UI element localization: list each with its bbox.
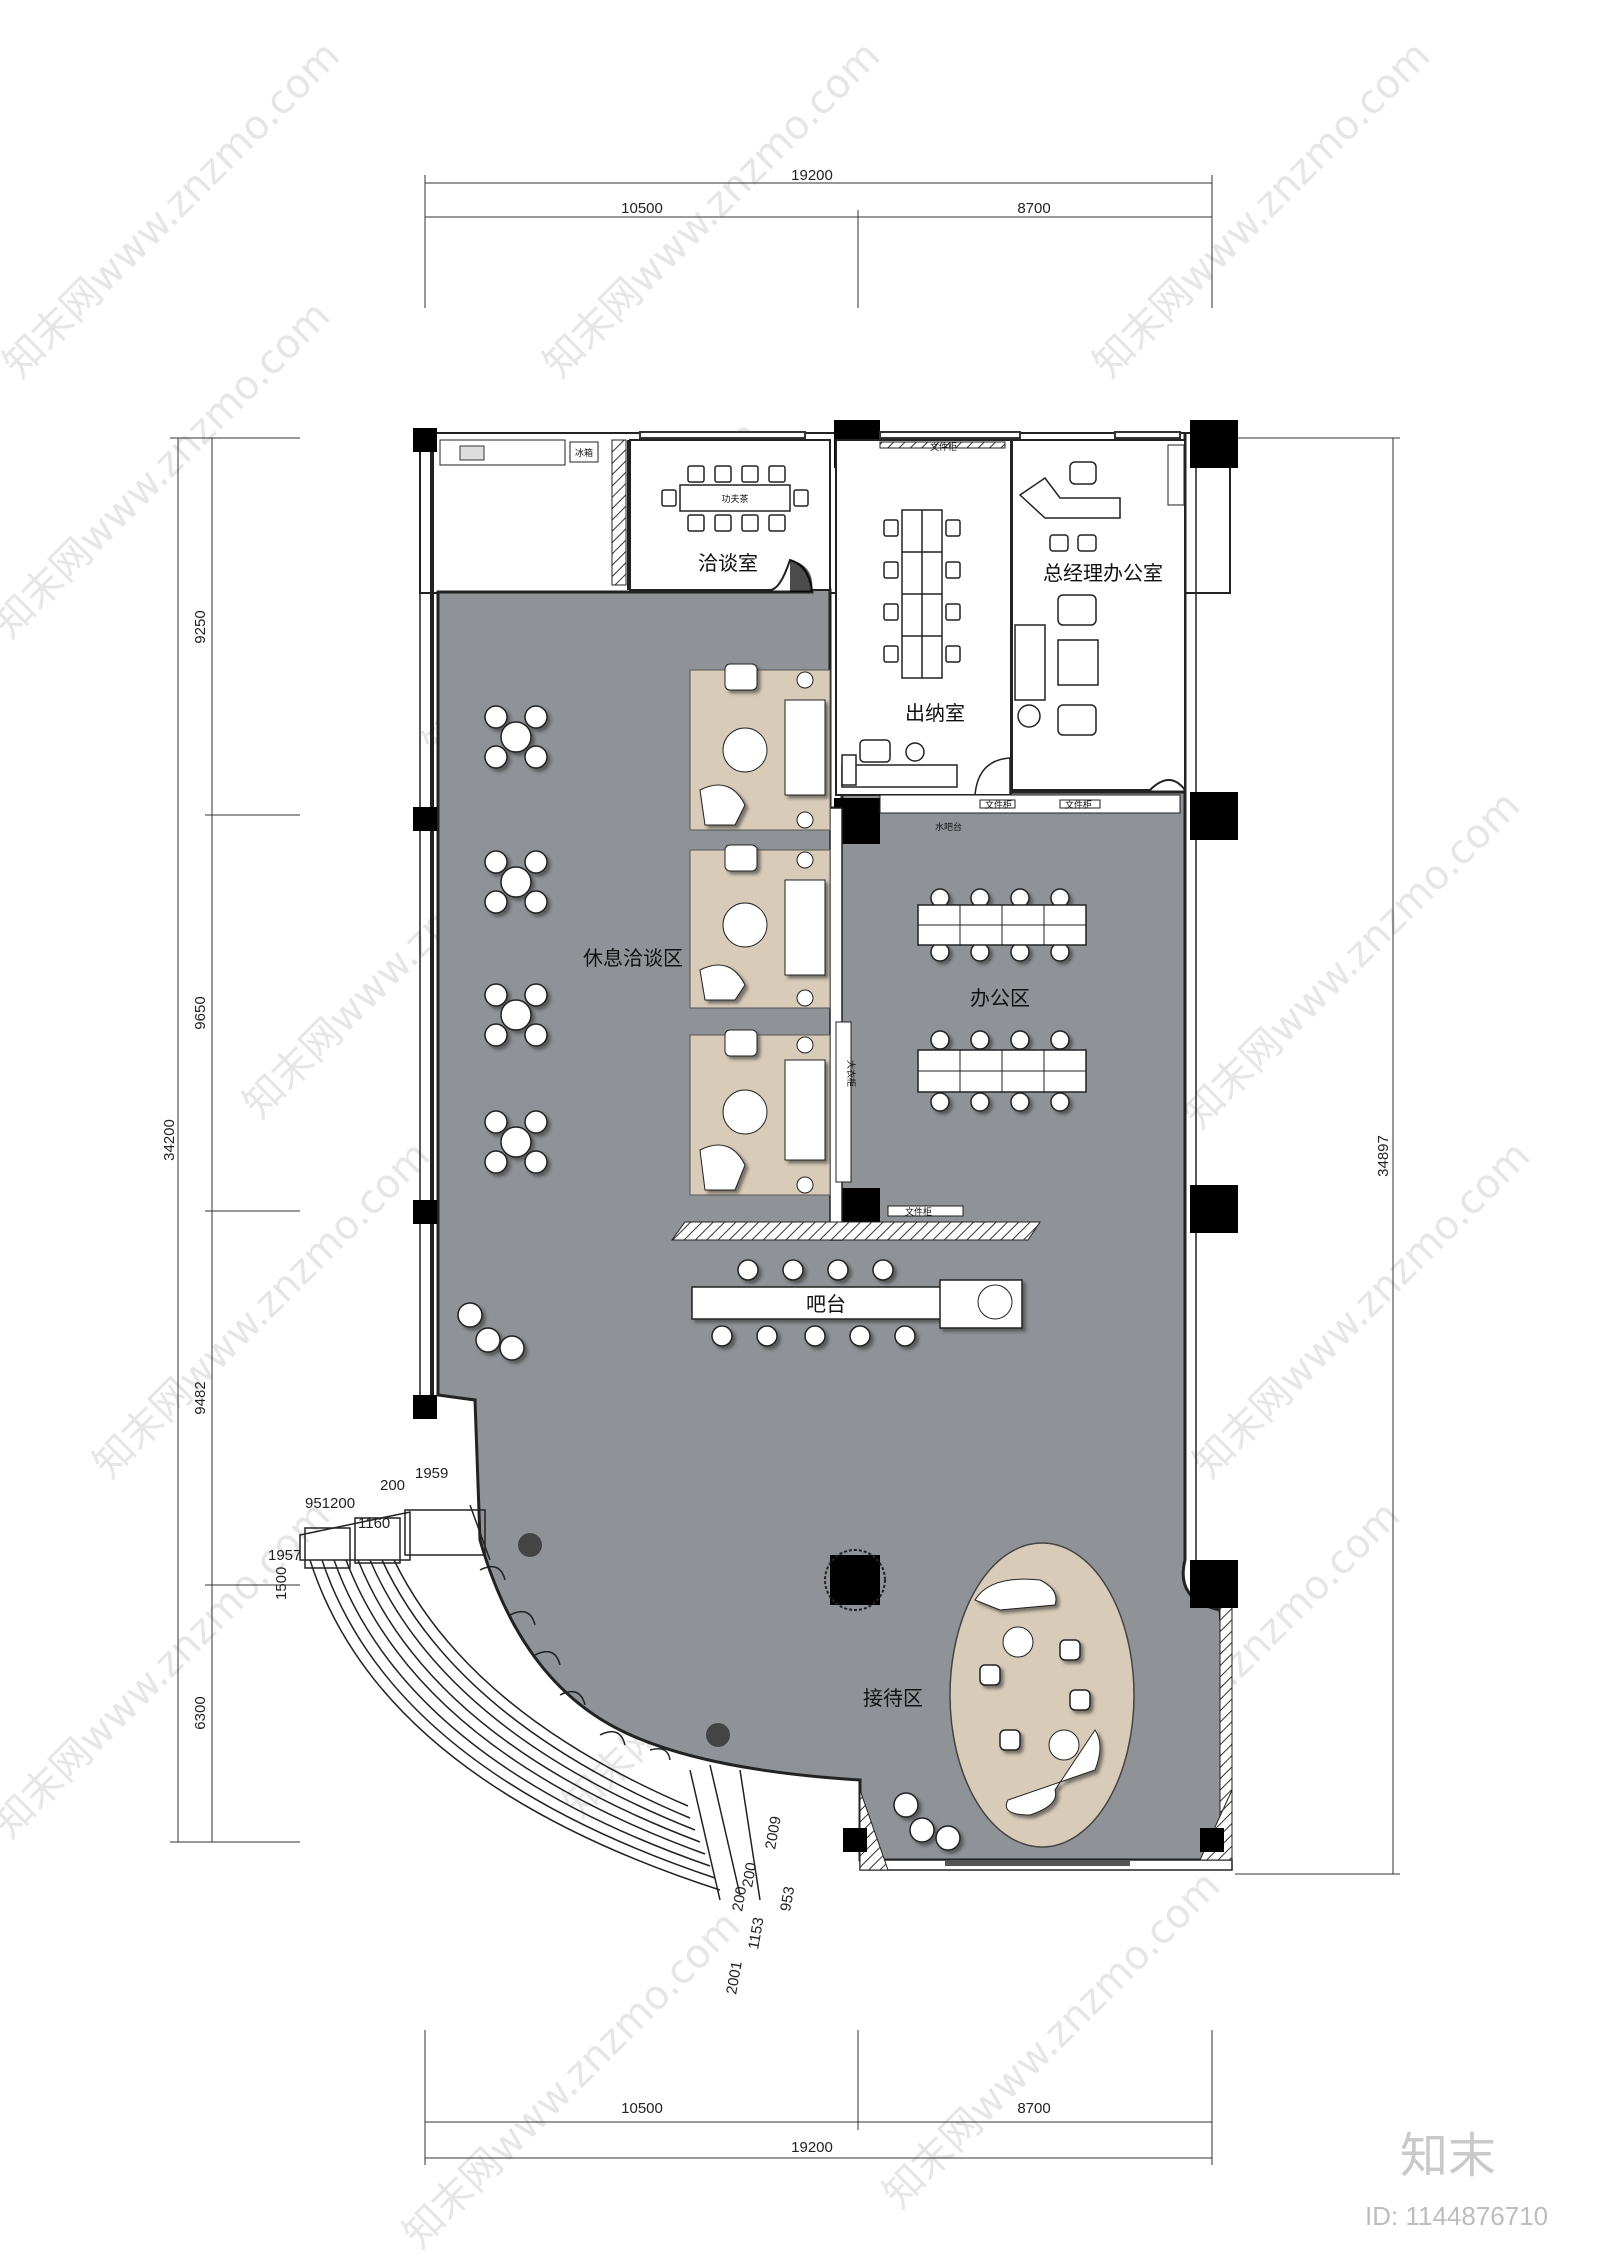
- lounge-area-label: 休息洽谈区: [583, 946, 683, 970]
- stair-dim-8: 200: [739, 1861, 760, 1889]
- stair-dim-6: 1500: [273, 1567, 290, 1600]
- hatched-divider: [671, 1221, 1041, 1241]
- watermark-11: 知末网www.znzmo.com: [0, 1493, 339, 1848]
- cashier-workstation: [841, 739, 958, 788]
- plant-1: [518, 1533, 542, 1557]
- negotiation-table: 功夫茶: [661, 465, 809, 532]
- bar-counter: [691, 1259, 1023, 1347]
- kung-fu-tea-label: 功夫茶: [721, 493, 748, 505]
- dimension-lines: [170, 175, 1400, 2165]
- fridge-label: 冰箱: [575, 447, 593, 459]
- round-table-set-3: [484, 983, 548, 1047]
- image-id: ID: 1144876710: [1365, 2201, 1548, 2231]
- watermark-15: 知末网www.znzmo.com: [875, 1863, 1230, 2218]
- top-windows: [639, 431, 1181, 439]
- round-table-set-2: [484, 850, 548, 914]
- dim-left-seg1: 9250: [192, 610, 209, 643]
- dim-left-seg2: 9650: [192, 996, 209, 1029]
- file-cabinet-label-1: 文件柜: [930, 441, 957, 453]
- dim-bottom-right: 8700: [1017, 2100, 1050, 2117]
- office-area-label: 办公区: [970, 986, 1030, 1010]
- entrance-doors: [479, 1565, 671, 1761]
- stair-dim-4: 200: [380, 1477, 405, 1494]
- dim-top-left: 10500: [621, 200, 663, 217]
- curved-stairs: [299, 1504, 761, 1901]
- bar-label: 吧台: [806, 1292, 846, 1316]
- watermark-3: 知末网www.znzmo.com: [1085, 33, 1440, 388]
- round-table-set-1: [484, 705, 548, 769]
- dim-right-total: 34897: [1375, 1135, 1392, 1177]
- water-bar-label: 水吧台: [935, 821, 962, 833]
- stair-dim-10: 200: [729, 1885, 750, 1913]
- stair-dim-2: 951200: [305, 1495, 355, 1512]
- reception-seating: [949, 1542, 1135, 1848]
- dim-left-seg4: 6300: [192, 1696, 209, 1729]
- file-cabinet-label-3: 文件柜: [1065, 799, 1092, 811]
- lounge-pod-2: [689, 844, 831, 1009]
- stair-dim-5: 1959: [415, 1465, 448, 1482]
- lounge-pod-3: [689, 1029, 831, 1196]
- gm-office-label: 总经理办公室: [1043, 561, 1163, 585]
- dim-bottom-left: 10500: [621, 2100, 663, 2117]
- big-cabinet-label: 大衣柜: [845, 1060, 857, 1087]
- reception-area-label: 接待区: [863, 1686, 923, 1710]
- negotiation-room-label: 洽谈室: [698, 551, 758, 575]
- stair-dim-12: 2001: [723, 1960, 746, 1996]
- stair-dim-11: 1153: [745, 1916, 767, 1951]
- cashier-room-label: 出纳室: [905, 701, 965, 725]
- stair-dim-3: 1160: [358, 1515, 390, 1532]
- file-cabinet-label-2: 文件柜: [985, 799, 1012, 811]
- gm-office: [1011, 439, 1186, 793]
- office-desk-group-1: [917, 888, 1087, 962]
- stair-dimensions: 1957 951200 1160 200 1959 1500 2009 200 …: [268, 1465, 798, 1996]
- lounge-pod-1: [689, 663, 831, 831]
- file-cabinet-label-4: 文件柜: [905, 1206, 932, 1218]
- round-table-set-4: [484, 1110, 548, 1174]
- office-desk-group-2: [917, 1030, 1087, 1112]
- dim-left-total: 34200: [161, 1119, 178, 1161]
- kitchen-counter: [439, 439, 566, 466]
- watermark-8: 知末网www.znzmo.com: [85, 1133, 440, 1488]
- plant-2: [706, 1723, 730, 1747]
- cashier-desks: [883, 509, 961, 679]
- big-cabinet: [835, 1021, 852, 1183]
- dim-top-right: 8700: [1017, 200, 1050, 217]
- dim-top-total: 19200: [791, 167, 833, 184]
- dim-bottom-total: 19200: [791, 2139, 833, 2156]
- stair-dim-1: 1957: [268, 1547, 301, 1564]
- reception-corner-chairs: [893, 1792, 961, 1851]
- cashier-door-swing: [974, 757, 1011, 796]
- stair-dim-9: 953: [777, 1885, 798, 1913]
- dim-left-seg3: 9482: [192, 1381, 209, 1414]
- stair-dim-7: 2009: [762, 1815, 785, 1851]
- watermark-2: 知末网www.znzmo.com: [535, 33, 890, 388]
- brand-logo: 知末: [1400, 2128, 1496, 2184]
- fridge: [569, 441, 599, 463]
- gm-desk-set: [1014, 461, 1121, 736]
- partition-cabinet: [611, 439, 627, 586]
- watermark-14: 知末网www.znzmo.com: [395, 1903, 750, 2258]
- left-lounge-chairs: [457, 1302, 525, 1361]
- dimension-text: 19200 10500 8700 10500 8700 19200 34200 …: [161, 167, 1392, 2156]
